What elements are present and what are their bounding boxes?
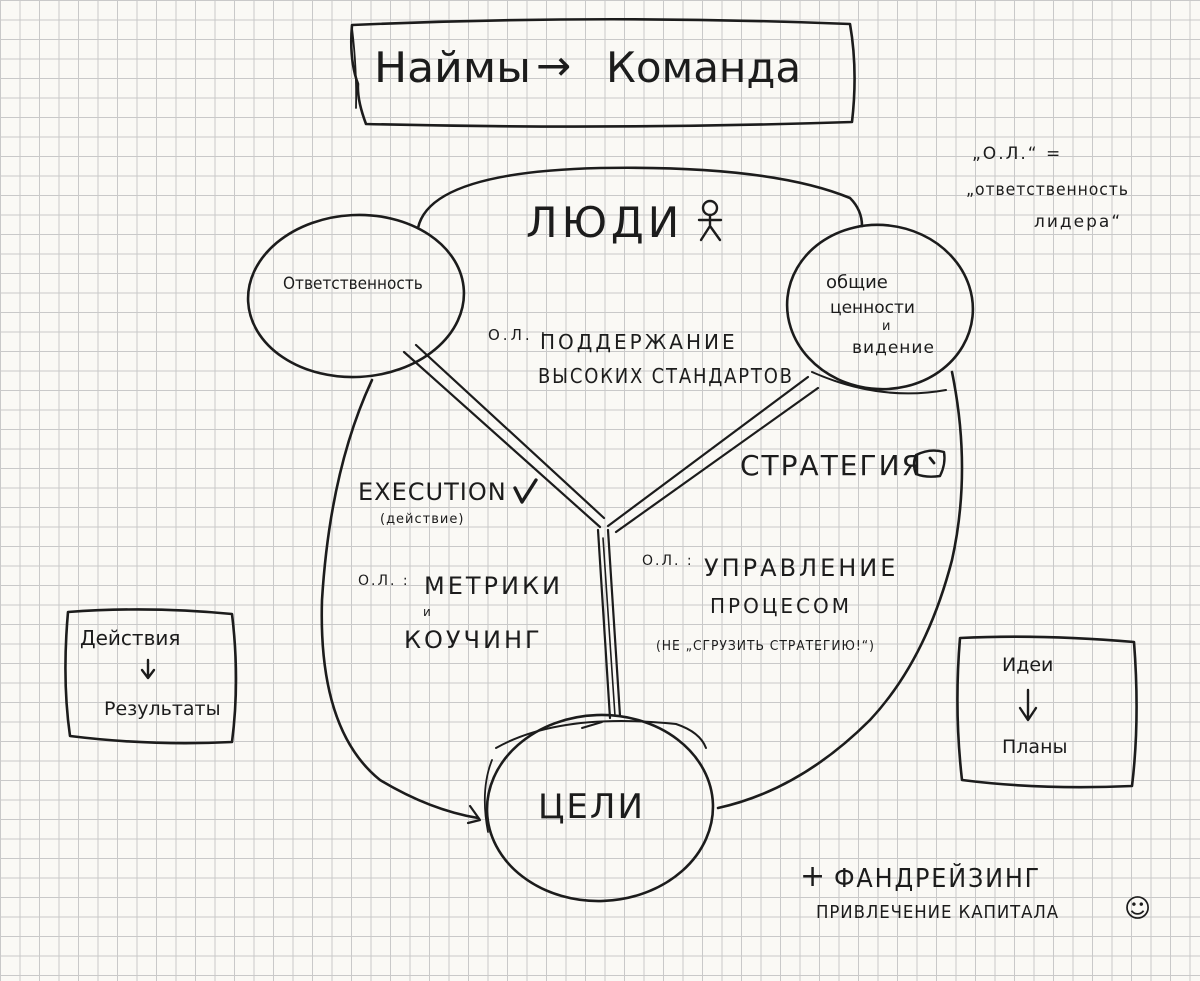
ideas-bottom: Планы [1002,736,1068,758]
responsibility-node [246,213,466,379]
ideas-box [956,635,1138,789]
legend-abbr: „О.Л.“ = [972,144,1063,164]
goals-node-overstroke-left [483,759,493,833]
y-line-stem-c [602,537,616,717]
strategy-outline [716,370,964,810]
ideas-arrow-icon [1018,688,1038,722]
legend-line1: „ответственность [966,180,1129,200]
ideas-arrow: ↓ [1022,690,1023,691]
person-icon [697,199,723,242]
people-label: ЛЮДИ [526,198,684,247]
goals-node [485,713,715,903]
y-line-left-b [414,343,606,520]
title-arrow: → [536,41,572,90]
strategy-ol-line2: процесом [710,594,852,618]
people-standard-line2: высоких стандартов [538,364,794,388]
people-ol-prefix: О.Л. : [488,326,549,344]
strategy-note-icon [912,449,946,478]
smiley-icon: ☺ [1124,894,1152,924]
execution-title: EXECUTION [358,478,507,506]
people-standard-line1: ПОДДЕРЖАНИЕ [540,330,738,354]
y-line-right-b [614,386,820,534]
strategy-ol-line3: (не „сгрузить стратегию!“) [656,639,875,654]
values-line3: и [882,319,891,334]
execution-ol-line2: и [423,605,431,619]
fundraising-crossed: ФАНДРЕЙЗИНГ [834,864,1042,894]
strategy-title: СТРАТЕГИЯ [740,449,923,482]
goals-label: ЦЕЛИ [538,787,645,827]
goals-node-overstroke [495,720,707,749]
actions-box [64,608,238,745]
title-box [349,17,856,128]
values-node [785,223,975,391]
values-line1: общие [826,272,888,293]
execution-subtitle: (действие) [380,512,465,527]
y-line-stem-b [606,528,622,718]
values-node-overstroke [811,371,947,395]
execution-ol-line3: коучинг [404,626,543,654]
execution-outline [320,378,480,820]
execution-outline-end [466,804,482,825]
strategy-ol-line1: управление [704,554,899,582]
fundraising-plus: + [800,859,826,894]
title-left: Наймы [374,43,531,92]
y-line-stem-a [596,528,612,720]
strategy-ol-prefix: О.Л. : [642,553,694,569]
actions-top: Действия [80,626,181,650]
execution-ol-prefix: О.Л. : [358,573,410,589]
actions-arrow-icon [140,658,156,680]
execution-ol-line1: метрики [424,572,563,600]
values-line2: ценности [830,298,915,318]
check-icon [513,478,538,504]
y-line-right-a [606,375,810,528]
y-line-left-a [402,350,602,529]
responsibility-label: Ответственность [283,274,423,294]
legend-line2: лидера“ [1034,212,1123,232]
title-right: Команда [606,43,802,92]
people-outline [416,166,864,230]
goals-tick [581,721,603,729]
ideas-top: Идеи [1002,654,1054,676]
actions-arrow: ↓ [141,655,142,656]
title-box-overstroke [351,27,358,109]
values-line4: видение [852,338,935,358]
fundraising-replacement: привлечение капитала [816,902,1060,923]
actions-bottom: Результаты [104,698,221,720]
